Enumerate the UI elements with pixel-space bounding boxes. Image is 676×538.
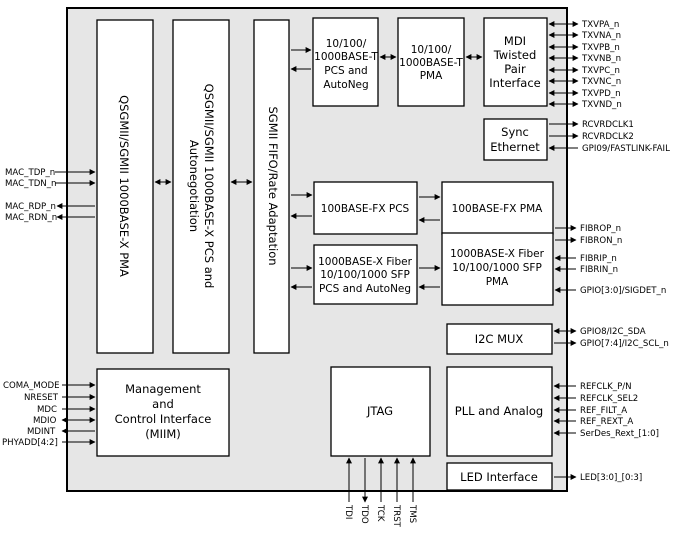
mdi-label-3: Pair: [504, 62, 526, 76]
fx-pcs-block: 100BASE-FX PCS: [313, 181, 418, 235]
fiber-pma-label-1: 1000BASE-X Fiber: [450, 248, 545, 260]
sgmii-pcs-label-2: Autonegotiation: [187, 140, 201, 232]
fiber-pcs-label-1: 1000BASE-X Fiber: [318, 256, 413, 268]
mgmt-label-3: Control Interface: [115, 412, 212, 426]
pll-label: PLL and Analog: [455, 404, 543, 418]
mdi-label-1: MDI: [504, 34, 526, 48]
sgmii-pcs-block: QSGMII/SGMII 1000BASE-X PCS and Autonego…: [172, 19, 230, 354]
pin-mac-rdn: MAC_RDN_n: [5, 213, 57, 223]
led-label: LED Interface: [460, 470, 538, 484]
pin-i2c-sda: GPIO8/I2C_SDA: [580, 327, 646, 337]
mdi-pins: TXVPA_n TXVNA_n TXVPB_n TXVNB_n TXVPC_n …: [548, 20, 622, 110]
i2c-label: I2C MUX: [475, 332, 524, 346]
pll-block: PLL and Analog: [446, 366, 553, 457]
pin-refclk-sel2: REFCLK_SEL2: [580, 394, 638, 404]
pin-refclk: REFCLK_P/N: [580, 382, 632, 392]
sync-label-2: Ethernet: [490, 140, 540, 154]
pin-trst: TRST: [391, 504, 401, 528]
pin-rcvrdclk2: RCVRDCLK2: [582, 132, 634, 142]
pin-sigdet: GPIO[3:0]/SIGDET_n: [580, 286, 666, 296]
mgmt-pins: COMA_MODE NRESET MDC MDIO MDINT PHYADD[4…: [2, 381, 96, 448]
pin-mdio: MDIO: [33, 416, 57, 426]
i2c-pins: GPIO8/I2C_SDA GPIO[7:4]/I2C_SCL_n: [553, 327, 669, 349]
mdi-label-2: Twisted: [493, 48, 537, 62]
sgmii-pma-label: QSGMII/SGMII 1000BASE-X PMA: [117, 95, 131, 277]
pin-serdes-rext: SerDes_Rext_[1:0]: [580, 429, 659, 439]
fiber-pma-label-3: PMA: [486, 276, 509, 288]
pin-led: LED[3:0]_[0:3]: [580, 473, 642, 483]
sync-ethernet-block: Sync Ethernet: [483, 118, 548, 161]
pin-fibron: FIBRON_n: [580, 236, 622, 246]
pin-tck: TCK: [375, 504, 385, 522]
sgmii-pma-block: QSGMII/SGMII 1000BASE-X PMA: [96, 19, 154, 354]
pin-fibrin: FIBRIN_n: [580, 265, 618, 275]
pll-pins: REFCLK_P/N REFCLK_SEL2 REF_FILT_A REF_RE…: [553, 382, 659, 439]
pin-coma-mode: COMA_MODE: [3, 381, 60, 391]
fx-pma-block: 100BASE-FX PMA: [441, 181, 554, 235]
fiber-pins: FIBROP_n FIBRON_n FIBRIP_n FIBRIN_n GPIO…: [554, 224, 666, 296]
pin-mdc: MDC: [37, 405, 57, 415]
pin-ref-filt: REF_FILT_A: [580, 406, 627, 416]
t-pcs-label-2: 1000BASE-T: [314, 51, 378, 63]
sync-pins: RCVRDCLK1 RCVRDCLK2 GPI09/FASTLINK-FAIL: [548, 120, 670, 154]
internal-links: [154, 47, 483, 290]
mdi-label-4: Interface: [489, 76, 541, 90]
t-pcs-block: 10/100/ 1000BASE-T PCS and AutoNeg: [312, 17, 379, 107]
pin-txvpb: TXVPB_n: [581, 43, 620, 53]
led-pins: LED[3:0]_[0:3]: [554, 473, 642, 483]
pin-tms: TMS: [407, 504, 417, 523]
pin-txvnb: TXVNB_n: [581, 54, 621, 64]
mdi-block: MDI Twisted Pair Interface: [483, 17, 548, 107]
jtag-pins: TDI TDO TCK TRST TMS: [343, 457, 417, 528]
t-pma-label-2: 1000BASE-T: [399, 57, 463, 69]
fifo-label: SGMII FIFO/Rate Adaptation: [266, 106, 280, 265]
pin-txvpa: TXVPA_n: [581, 20, 619, 30]
pin-mac-rdp: MAC_RDP_n: [5, 202, 56, 212]
t-pcs-label-1: 10/100/: [326, 38, 367, 50]
pin-fibrop: FIBROP_n: [580, 224, 621, 234]
fiber-pcs-label-2: 10/100/1000 SFP: [320, 269, 410, 281]
pin-mac-tdp: MAC_TDP_n: [5, 168, 55, 178]
pin-mac-tdn: MAC_TDN_n: [5, 179, 56, 189]
jtag-block: JTAG: [330, 366, 431, 457]
pin-nreset: NRESET: [24, 393, 59, 403]
pin-txvnc: TXVNC_n: [581, 77, 621, 87]
jtag-label: JTAG: [366, 404, 393, 418]
t-pcs-label-3: PCS and: [324, 65, 367, 77]
mgmt-label-2: and: [152, 397, 174, 411]
pin-mdint: MDINT: [27, 427, 56, 437]
led-block: LED Interface: [446, 462, 553, 491]
pin-ref-rext: REF_REXT_A: [580, 417, 633, 427]
t-pma-block: 10/100/ 1000BASE-T PMA: [397, 17, 465, 107]
mgmt-block: Management and Control Interface (MIIM): [96, 368, 230, 457]
pin-fibrip: FIBRIP_n: [580, 254, 617, 264]
pin-txvnd: TXVND_n: [581, 100, 622, 110]
t-pcs-label-4: AutoNeg: [323, 79, 368, 91]
fiber-pma-block: 1000BASE-X Fiber 10/100/1000 SFP PMA: [441, 232, 554, 306]
mac-pins: MAC_TDP_n MAC_TDN_n MAC_RDP_n MAC_RDN_n: [5, 168, 96, 223]
pin-phyadd: PHYADD[4:2]: [2, 438, 58, 448]
pin-i2c-scl: GPIO[7:4]/I2C_SCL_n: [580, 339, 669, 349]
pin-txvpc: TXVPC_n: [581, 66, 620, 76]
fiber-pma-label-2: 10/100/1000 SFP: [452, 262, 542, 274]
fx-pma-label: 100BASE-FX PMA: [452, 203, 543, 215]
sync-label-1: Sync: [501, 125, 529, 139]
t-pma-label-1: 10/100/: [411, 44, 452, 56]
pin-gpio9: GPI09/FASTLINK-FAIL: [582, 144, 670, 154]
mgmt-label-1: Management: [125, 382, 201, 396]
pin-txvpd: TXVPD_n: [581, 89, 621, 99]
pin-txvna: TXVNA_n: [581, 31, 621, 41]
i2c-mux-block: I2C MUX: [446, 323, 553, 355]
fifo-block: SGMII FIFO/Rate Adaptation: [253, 19, 290, 354]
fiber-pcs-block: 1000BASE-X Fiber 10/100/1000 SFP PCS and…: [313, 244, 418, 305]
sgmii-pcs-label-1: QSGMII/SGMII 1000BASE-X PCS and: [202, 84, 216, 289]
fiber-pcs-label-3: PCS and AutoNeg: [319, 283, 411, 295]
pin-tdo: TDO: [359, 504, 369, 524]
mgmt-label-4: (MIIM): [145, 427, 181, 441]
pin-rcvrdclk1: RCVRDCLK1: [582, 120, 634, 130]
pin-tdi: TDI: [343, 504, 353, 519]
fx-pcs-label: 100BASE-FX PCS: [321, 203, 410, 215]
t-pma-label-3: PMA: [420, 70, 443, 82]
